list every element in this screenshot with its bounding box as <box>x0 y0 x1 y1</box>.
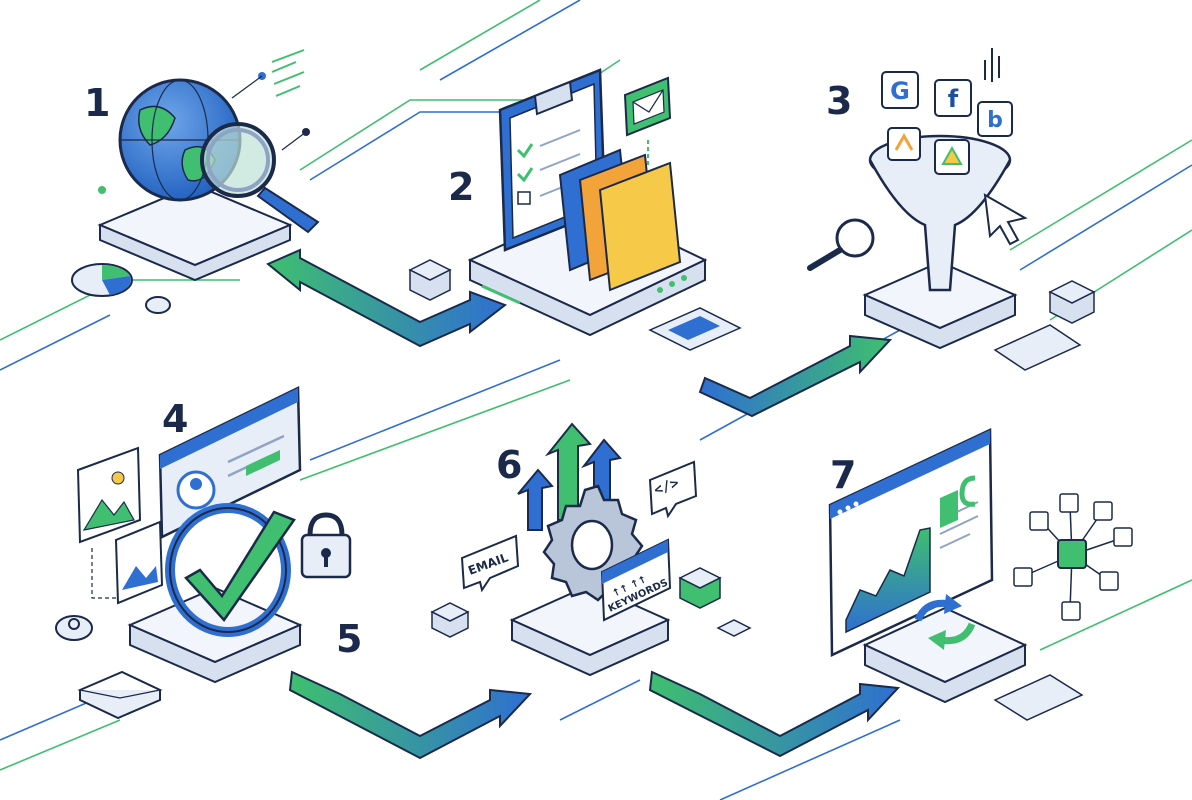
folder-icon <box>598 161 682 292</box>
step-7-number: 7 <box>830 453 856 497</box>
lock-icon <box>300 512 352 579</box>
step-1-globe-search <box>71 49 320 314</box>
step-3-number: 3 <box>826 79 852 123</box>
step-2-clipboard-folders <box>408 68 742 351</box>
flow-arrow-6-to-7 <box>648 670 901 758</box>
flow-arrow-1-to-2 <box>266 248 508 348</box>
facebook-logo-icon: f <box>948 85 959 113</box>
step-1-number: 1 <box>84 81 110 125</box>
small-magnifier-icon <box>835 218 875 258</box>
step-3-funnel-engines: G f b <box>807 48 1096 371</box>
growth-arrow-icon <box>517 468 554 531</box>
step-6-number: 6 <box>496 443 522 487</box>
step-4-number: 4 <box>162 397 188 441</box>
step-4-profile-verified <box>55 386 352 720</box>
funnel-icon <box>868 159 1012 292</box>
bing-logo-icon: b <box>987 108 1003 133</box>
flow-arrow-2-to-3 <box>698 334 893 418</box>
step-5-flow-arrow <box>288 670 533 760</box>
step-7-dashboard-sync <box>828 428 1133 721</box>
code-bubble <box>648 460 698 519</box>
email-bubble <box>460 534 520 593</box>
google-logo-icon: G <box>890 77 910 105</box>
step-5-number: 5 <box>336 617 362 661</box>
step-6-gear-growth: ↑↑ ↑↑ KEYWORDS EMAIL </> <box>430 422 752 677</box>
cursor-icon <box>983 193 1028 246</box>
area-chart-icon <box>845 527 931 634</box>
step-2-number: 2 <box>448 165 474 209</box>
magnifier-icon <box>200 122 276 198</box>
sync-icon <box>914 594 976 650</box>
checkmark-icon <box>184 510 296 623</box>
search-engine-logos: G f b <box>881 71 1013 175</box>
network-hub-icon <box>1013 493 1133 621</box>
